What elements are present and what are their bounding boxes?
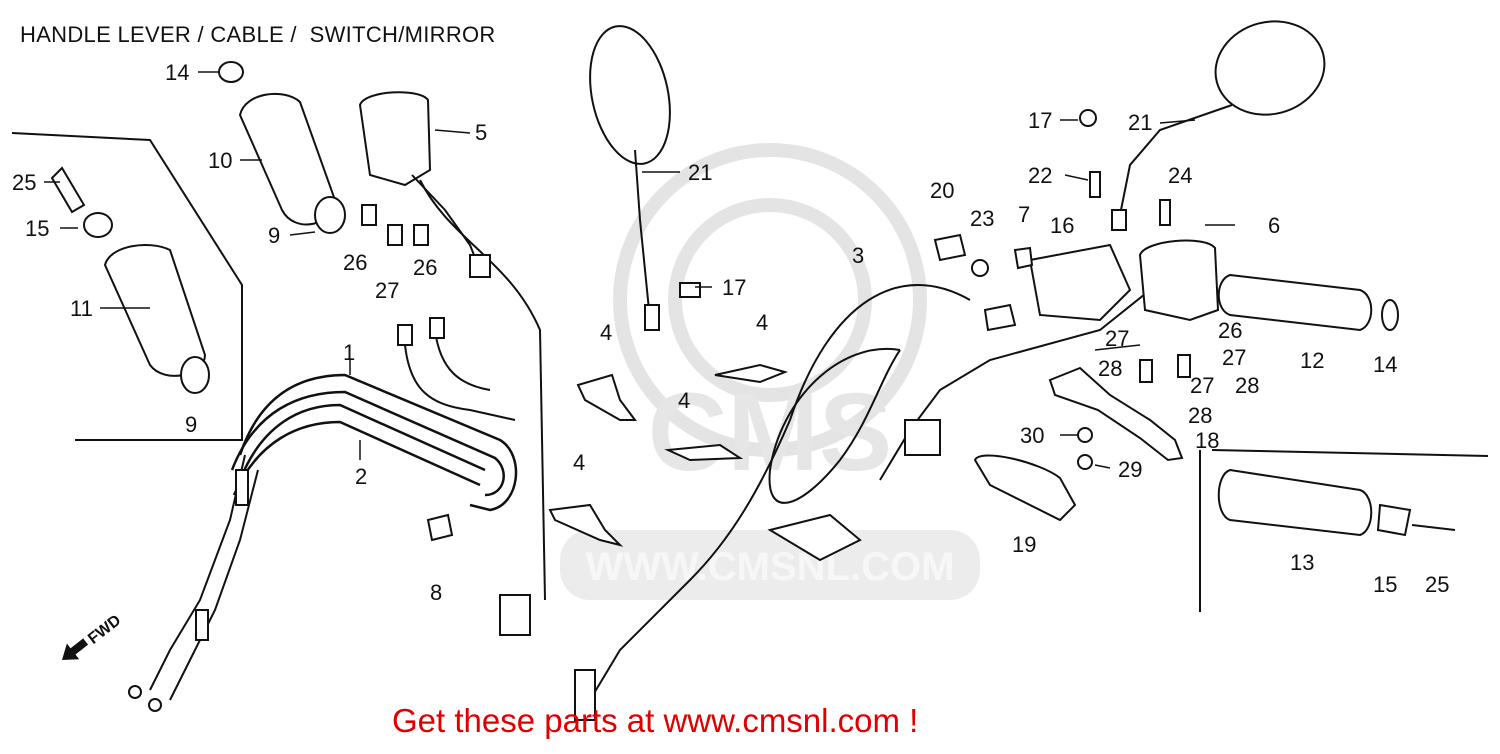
part-labels: 14 10 5 21 25 15 9 26 27 26 11 9 1 2 8 1… (12, 60, 1449, 605)
label-25: 25 (12, 170, 36, 195)
diagram-title: HANDLE LEVER / CABLE / SWITCH/MIRROR (20, 22, 496, 47)
bar-end-weight-left (50, 166, 113, 238)
label-3: 3 (852, 243, 864, 268)
label-18: 18 (1195, 428, 1219, 453)
label-2: 2 (355, 464, 367, 489)
watermark-url: WWW.CMSNL.COM (586, 545, 955, 589)
watermark-logo (560, 143, 980, 600)
label-6: 6 (1268, 213, 1280, 238)
label-1: 1 (343, 340, 355, 365)
choke-cables (397, 317, 516, 421)
label-26: 26 (1218, 318, 1242, 343)
label-4: 4 (756, 310, 768, 335)
label-28: 28 (1098, 356, 1122, 381)
mirror-right (1111, 20, 1326, 231)
brake-lever (1048, 366, 1184, 462)
label-13: 13 (1290, 550, 1314, 575)
label-17: 17 (722, 275, 746, 300)
throttle-cables (128, 454, 259, 712)
label-19: 19 (1012, 532, 1036, 557)
label-21: 21 (688, 160, 712, 185)
label-14: 14 (165, 60, 189, 85)
label-22: 22 (1028, 163, 1052, 188)
label-27: 27 (1105, 326, 1129, 351)
label-28: 28 (1188, 403, 1212, 428)
switch-19 (973, 454, 1077, 522)
leader-lines (44, 71, 1235, 469)
label-5: 5 (475, 120, 487, 145)
label-9: 9 (268, 223, 280, 248)
label-14: 14 (1373, 352, 1397, 377)
label-26: 26 (413, 255, 437, 280)
cable-guide (426, 513, 454, 542)
label-21: 21 (1128, 110, 1152, 135)
throttle-grip (218, 61, 346, 234)
left-grip (103, 244, 210, 394)
label-12: 12 (1300, 348, 1324, 373)
label-20: 20 (930, 178, 954, 203)
grip-13 (1217, 468, 1456, 537)
lever-clips (548, 363, 789, 547)
frame-lines (11, 132, 1489, 612)
label-11: 11 (70, 296, 93, 321)
cable-clamps-left (361, 204, 429, 246)
label-27: 27 (1222, 345, 1246, 370)
label-15: 15 (1373, 572, 1397, 597)
label-4: 4 (573, 450, 585, 475)
label-10: 10 (208, 148, 232, 173)
right-grip-12 (1217, 273, 1399, 332)
label-8: 8 (430, 580, 442, 605)
label-26: 26 (343, 250, 367, 275)
master-cylinder (933, 233, 1132, 322)
right-switch-housing (1138, 239, 1220, 322)
mirror-left (589, 25, 671, 331)
label-27: 27 (1190, 373, 1214, 398)
fwd-arrow: FWD (62, 612, 124, 660)
fwd-label: FWD (85, 612, 124, 648)
label-16: 16 (1050, 213, 1074, 238)
left-switch-housing (358, 91, 546, 636)
wiring-harness (767, 303, 1017, 562)
label-24: 24 (1168, 163, 1192, 188)
label-17: 17 (1028, 108, 1052, 133)
label-30: 30 (1020, 423, 1044, 448)
label-28: 28 (1235, 373, 1259, 398)
label-23: 23 (970, 206, 994, 231)
label-4: 4 (600, 320, 612, 345)
small-fasteners (679, 109, 1191, 470)
footer-link-text[interactable]: Get these parts at www.cmsnl.com ! (392, 702, 919, 739)
label-25: 25 (1425, 572, 1449, 597)
label-27: 27 (375, 278, 399, 303)
label-15: 15 (25, 216, 49, 241)
label-9: 9 (185, 412, 197, 437)
label-7: 7 (1018, 202, 1030, 227)
handlebar-1 (230, 373, 518, 512)
label-29: 29 (1118, 457, 1142, 482)
label-4: 4 (678, 388, 690, 413)
